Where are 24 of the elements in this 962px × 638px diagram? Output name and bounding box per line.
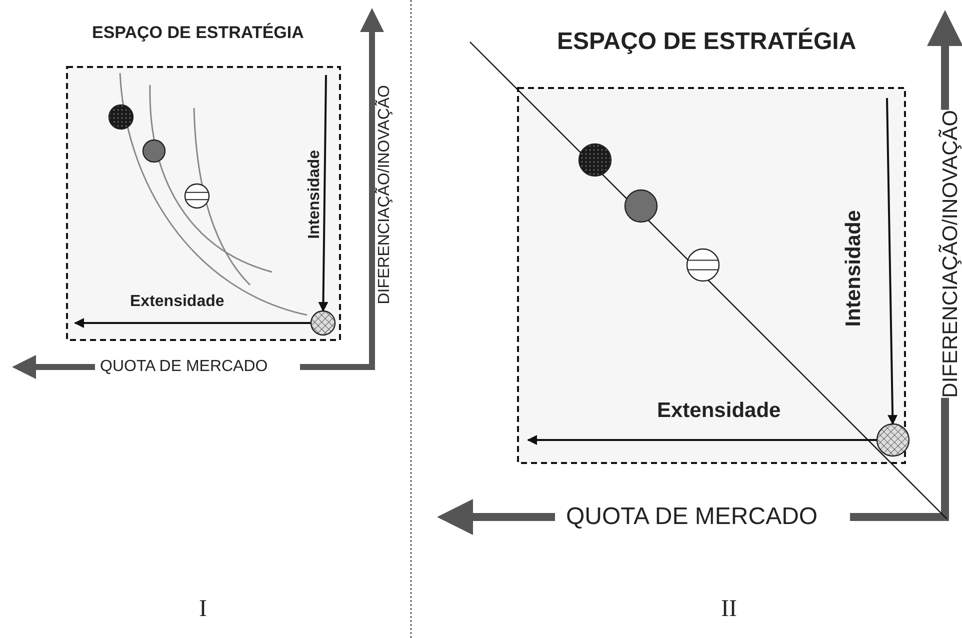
edge-label: Extensidade <box>130 294 224 310</box>
circle-marker <box>310 310 336 336</box>
circle-marker <box>686 248 720 282</box>
axis-label: DIFERENCIAÇÃO/INOVAÇÃO <box>940 110 961 398</box>
title: ESPAÇO DE ESTRATÉGIA <box>92 24 304 41</box>
axis-label: QUOTA DE MERCADO <box>566 505 818 529</box>
axis-label: QUOTA DE MERCADO <box>100 359 268 375</box>
axis-label: DIFERENCIAÇÃO/INOVAÇÃO <box>377 85 393 304</box>
arrow <box>886 98 898 425</box>
circle-marker <box>142 139 166 163</box>
circle-marker <box>876 423 910 457</box>
panel-label: I <box>199 597 207 621</box>
edge-label: Intensidade <box>843 210 864 327</box>
circle-marker <box>578 143 612 177</box>
panel-label: II <box>721 597 737 621</box>
circle-marker <box>184 183 210 209</box>
arrow <box>527 435 877 445</box>
circle-marker <box>108 104 134 130</box>
arrow <box>318 74 328 312</box>
arrow <box>74 318 311 328</box>
edge-label: Extensidade <box>657 400 781 421</box>
edge-label: Intensidade <box>307 150 323 239</box>
circle-marker <box>624 189 658 223</box>
title: ESPAÇO DE ESTRATÉGIA <box>557 30 856 54</box>
